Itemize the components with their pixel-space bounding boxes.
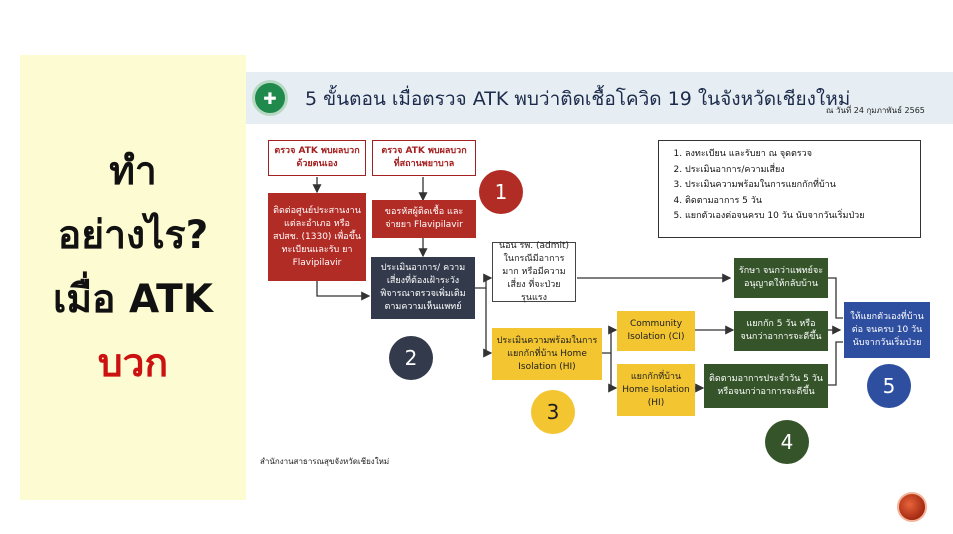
step-3-badge: 3	[531, 390, 575, 434]
self-isolate-10-days-box: ให้แยกตัวเองที่บ้านต่อ จนครบ 10 วัน นับจ…	[844, 302, 930, 358]
hospital-test-line-1: ตรวจ ATK พบผลบวก	[381, 146, 467, 156]
source-credit: สำนักงานสาธารณสุขจังหวัดเชียงใหม่	[260, 457, 390, 466]
home-isolation-box: แยกกักที่บ้าน Home Isolation (HI)	[617, 364, 695, 416]
title-line-3: เมื่อ ATK	[52, 277, 214, 322]
step-list-item: ประเมินความพร้อมในการแยกกักที่บ้าน	[685, 178, 910, 194]
title-line-1: ทำ	[109, 149, 157, 194]
step-5-badge: 5	[867, 364, 911, 408]
slide-nav-button[interactable]	[897, 492, 927, 522]
step-1-badge: 1	[479, 170, 523, 214]
admit-hospital-box: นอน รพ. (admit) ในกรณีมีอาการมาก หรือมีค…	[492, 241, 576, 303]
ministry-logo-icon: ✚	[252, 80, 288, 116]
self-test-line-2: ด้วยตนเอง	[296, 159, 338, 169]
community-isolation-box: Community Isolation (CI)	[617, 311, 695, 351]
hospital-test-box: ตรวจ ATK พบผลบวก ที่สถานพยาบาล	[372, 140, 476, 176]
step-list-item: ติดตามอาการ 5 วัน	[685, 194, 910, 210]
title-line-4: บวก	[97, 341, 169, 386]
contact-center-box: ติดต่อศูนย์ประสานงาน แต่ละอำเภอ หรือ สปส…	[268, 193, 366, 281]
infographic-date: ณ วันที่ 24 กุมภาพันธ์ 2565	[826, 106, 925, 115]
infographic-header	[246, 72, 953, 124]
steps-summary-box: ลงทะเบียน และรับยา ณ จุดตรวจ ประเมินอากา…	[658, 140, 921, 238]
infographic-title: 5 ขั้นตอน เมื่อตรวจ ATK พบว่าติดเชื้อโคว…	[305, 88, 851, 110]
steps-list: ลงทะเบียน และรับยา ณ จุดตรวจ ประเมินอากา…	[669, 147, 910, 225]
step-4-badge: 4	[765, 420, 809, 464]
self-test-box: ตรวจ ATK พบผลบวก ด้วยตนเอง	[268, 140, 366, 176]
left-title: ทำ อย่างไร? เมื่อ ATK บวก	[20, 140, 246, 396]
step-list-item: แยกตัวเองต่อจนครบ 10 วัน นับจากวันเริ่มป…	[685, 209, 910, 225]
treat-until-discharge-box: รักษา จนกว่าแพทย์จะ อนุญาตให้กลับบ้าน	[734, 258, 828, 298]
left-title-panel	[20, 55, 246, 500]
get-patient-code-box: ขอรหัสผู้ติดเชื้อ และ จ่ายยา Flavipilavi…	[372, 200, 476, 238]
step-2-badge: 2	[389, 336, 433, 380]
step-list-item: ประเมินอาการ/ความเสี่ยง	[685, 163, 910, 179]
title-line-2: อย่างไร?	[57, 213, 209, 258]
step-list-item: ลงทะเบียน และรับยา ณ จุดตรวจ	[685, 147, 910, 163]
self-test-line-1: ตรวจ ATK พบผลบวก	[274, 146, 360, 156]
assess-risk-box: ประเมินอาการ/ ความเสี่ยงที่ต้องเฝ้าระวัง…	[371, 257, 475, 319]
hospital-test-line-2: ที่สถานพยาบาล	[393, 159, 455, 169]
monitor-5-days-box: ติดตามอาการประจำวัน 5 วัน หรือจนกว่าอากา…	[704, 364, 828, 408]
home-readiness-box: ประเมินความพร้อมในการ แยกกักที่บ้าน Home…	[492, 328, 602, 380]
isolate-5-days-box: แยกกัก 5 วัน หรือจนกว่าอาการจะดีขึ้น	[734, 311, 828, 351]
